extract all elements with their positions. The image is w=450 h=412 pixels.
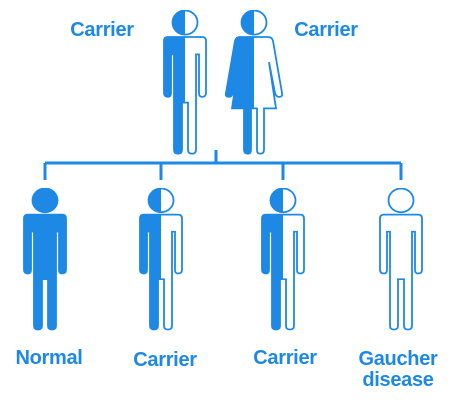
child-carrier-figure-1 (139, 188, 183, 331)
child-3-label: Carrier (253, 347, 317, 369)
child-4-label: Gaucher disease (350, 349, 446, 391)
father-label: Carrier (70, 19, 134, 41)
child-2-label: Carrier (133, 349, 197, 371)
pedigree-lines (43, 150, 403, 180)
child-carrier-figure-2 (261, 188, 305, 331)
mother-carrier-figure (224, 10, 284, 155)
child-1-label: Normal (15, 347, 83, 369)
child-affected-figure (379, 188, 423, 331)
mother-label: Carrier (294, 19, 358, 41)
child-4-label-line2: disease (362, 369, 434, 391)
child-normal-figure (23, 188, 67, 331)
child-4-label-line1: Gaucher (358, 348, 438, 370)
father-carrier-figure (163, 10, 207, 155)
